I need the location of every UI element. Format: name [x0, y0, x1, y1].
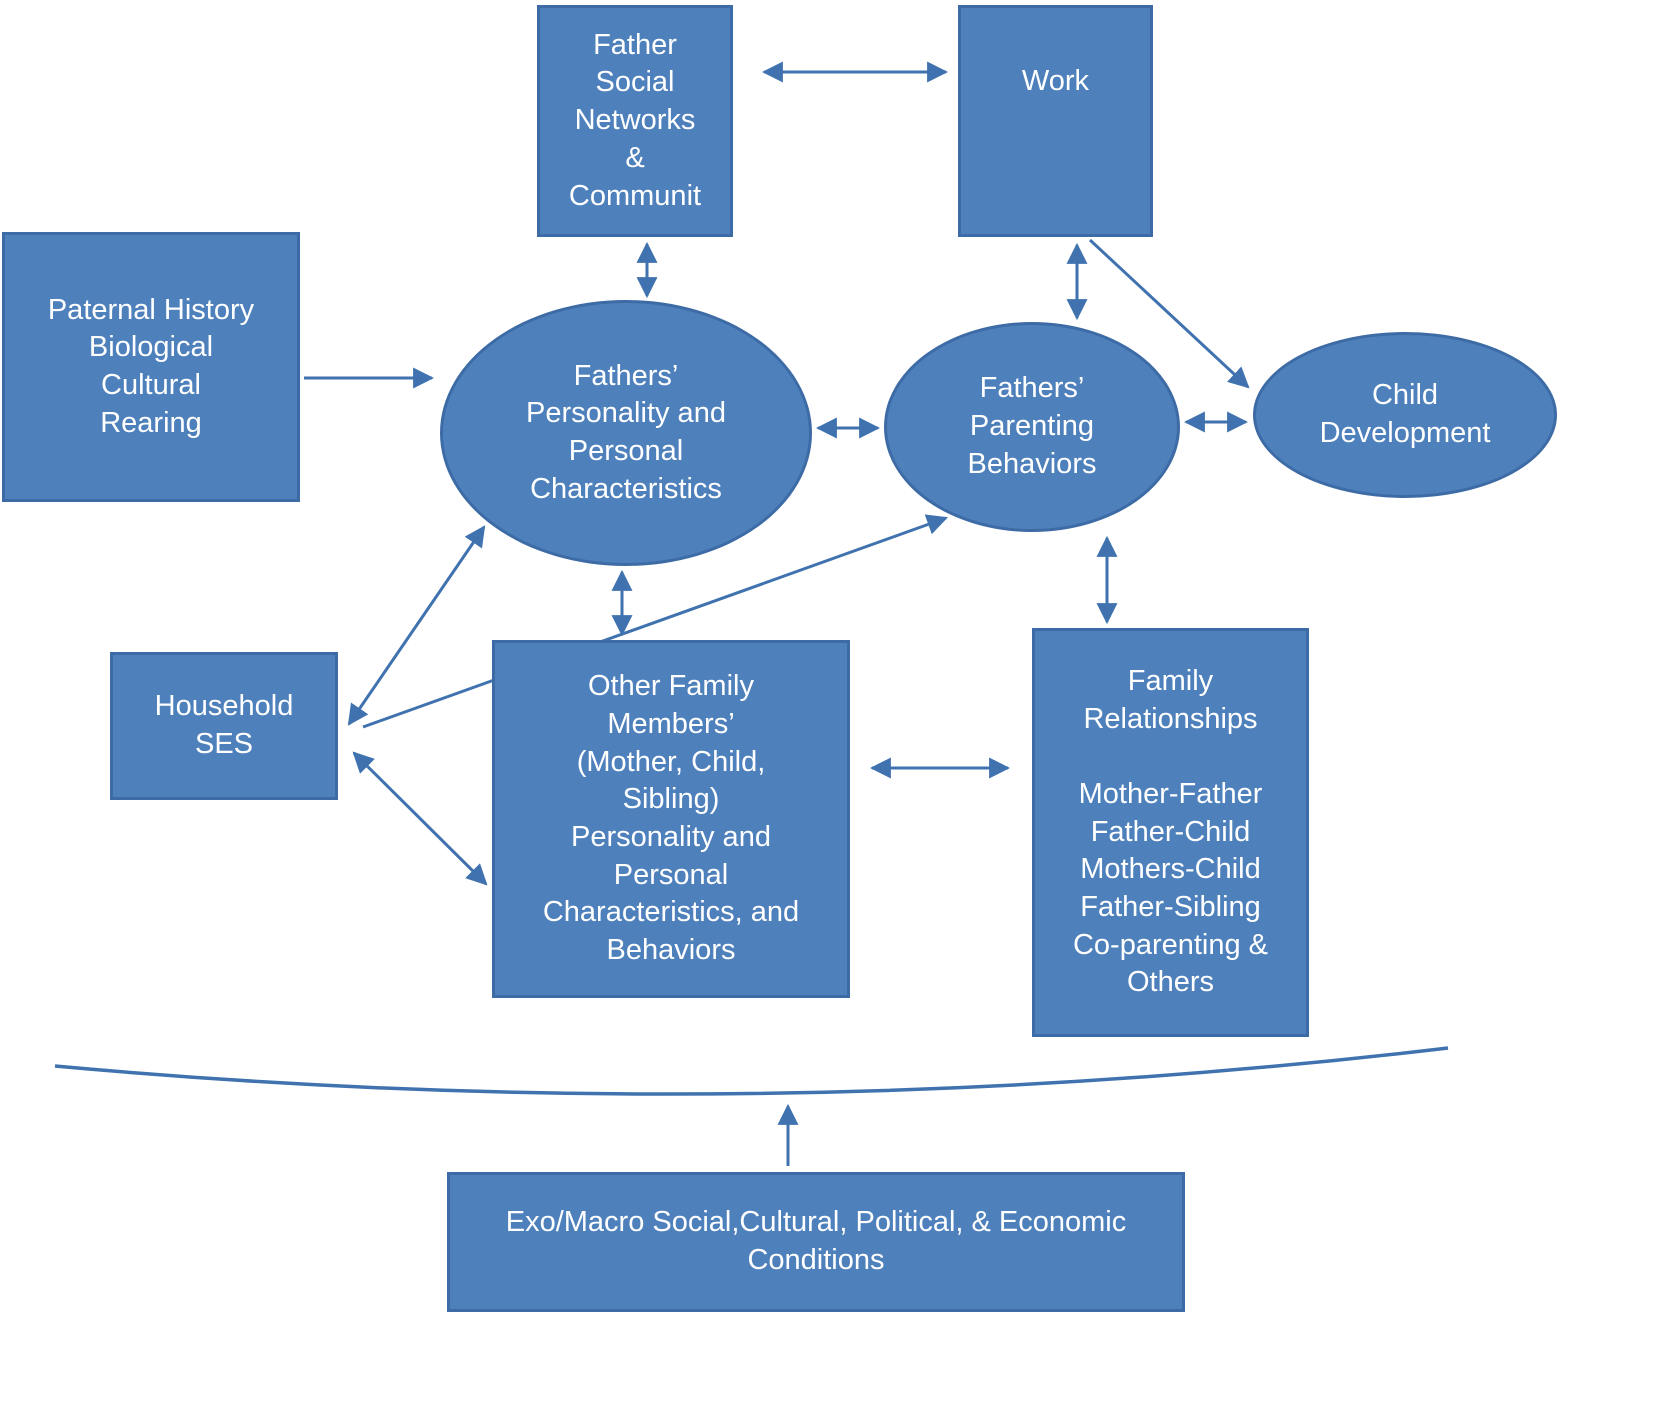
node-household-ses-label: Household SES: [154, 690, 294, 760]
node-paternal-history: Paternal History Biological Cultural Rea…: [2, 232, 300, 502]
arrow-ses-parenting: [362, 514, 948, 729]
arrow-ses-other-family: [352, 751, 488, 886]
node-household-ses: Household SES: [110, 652, 338, 800]
node-fathers-parenting: Fathers’ Parenting Behaviors: [884, 322, 1180, 532]
node-fathers-personality: Fathers’ Personality and Personal Charac…: [440, 300, 812, 566]
node-father-social-networks-label: Father Social Networks & Communit: [568, 28, 702, 212]
node-paternal-history-label: Paternal History Biological Cultural Rea…: [47, 293, 255, 439]
node-family-relationships-label: Family Relationships Mother-Father Fathe…: [1072, 664, 1269, 999]
node-other-family-members: Other Family Members’ (Mother, Child, Si…: [492, 640, 850, 998]
node-fathers-personality-label: Fathers’ Personality and Personal Charac…: [526, 359, 726, 505]
node-work: Work: [958, 5, 1153, 237]
node-other-family-members-label: Other Family Members’ (Mother, Child, Si…: [542, 670, 800, 967]
node-father-social-networks: Father Social Networks & Communit: [537, 5, 733, 237]
node-child-development: Child Development: [1253, 332, 1557, 498]
arrow-work-child-development: [1088, 238, 1250, 389]
node-exo-macro-conditions-label: Exo/Macro Social,Cultural, Political, & …: [505, 1206, 1127, 1276]
node-work-label: Work: [1021, 65, 1090, 97]
arrow-ses-personality: [347, 525, 486, 726]
node-family-relationships: Family Relationships Mother-Father Fathe…: [1032, 628, 1309, 1037]
macro-boundary-curve: [54, 1046, 1449, 1096]
node-fathers-parenting-label: Fathers’ Parenting Behaviors: [967, 372, 1097, 480]
node-child-development-label: Child Development: [1319, 379, 1491, 449]
node-exo-macro-conditions: Exo/Macro Social,Cultural, Political, & …: [447, 1172, 1185, 1312]
